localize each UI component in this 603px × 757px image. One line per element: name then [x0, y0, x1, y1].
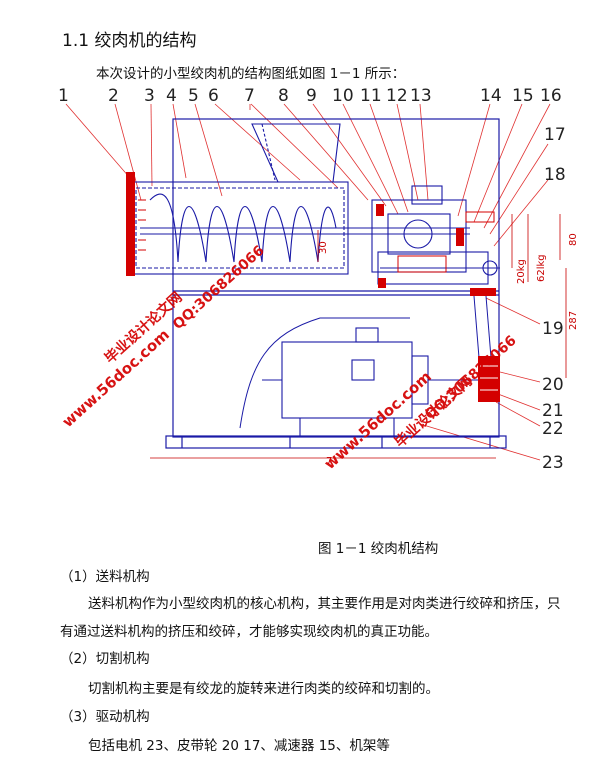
callout-5: 5	[188, 86, 199, 106]
callout-16: 16	[540, 86, 562, 106]
callout-12: 12	[386, 86, 408, 106]
callout-9: 9	[306, 86, 317, 106]
watermark-qq-left: QQ:306826066	[170, 243, 268, 333]
dim-287: 287	[568, 311, 579, 330]
callout-10: 10	[332, 86, 354, 106]
callout-20: 20	[542, 375, 564, 395]
paragraph-feeding-line2: 有通过送料机构的挤压和绞碎，才能够实现绞肉机的真正功能。	[60, 624, 438, 640]
paragraph-drive: 包括电机 23、皮带轮 20 17、减速器 15、机架等	[88, 738, 390, 754]
dimension-labels: 30 80 62lkg 20kg 287 7	[318, 233, 579, 467]
callout-8: 8	[278, 86, 289, 106]
gearbox-red-parts	[376, 204, 496, 296]
callout-3: 3	[144, 86, 155, 106]
meat-grinder-drawing: 30 80 62lkg 20kg 287 7 1 2 3 4 5 6 7 8 9…	[58, 86, 579, 473]
callout-7: 7	[244, 86, 255, 106]
callout-numbers: 1 2 3 4 5 6 7 8 9 10 11 12 13 14 15 16 1…	[58, 86, 566, 473]
callout-23: 23	[542, 453, 564, 473]
callout-2: 2	[108, 86, 119, 106]
figure-caption: 图 1－1 绞肉机结构	[318, 541, 439, 557]
intro-sentence: 本次设计的小型绞肉机的结构图纸如图 1－1 所示：	[96, 66, 406, 82]
callout-17: 17	[544, 125, 566, 145]
callout-19: 19	[542, 319, 564, 339]
hopper-and-barrel	[129, 123, 470, 275]
callout-14: 14	[480, 86, 502, 106]
paragraph-feeding-line1: 送料机构作为小型绞肉机的核心机构，其主要作用是对肉类进行绞碎和挤压，只	[88, 596, 561, 612]
watermark: www.56doc.com QQ:306826066 毕业设计论文网 www.5…	[59, 243, 520, 473]
dim-20: 20kg	[516, 259, 527, 284]
frame	[165, 118, 507, 449]
callout-6: 6	[208, 86, 219, 106]
paragraph-cutting: 切割机构主要是有绞龙的旋转来进行肉类的绞碎和切割的。	[88, 681, 439, 697]
callout-11: 11	[360, 86, 382, 106]
dimension-lines	[150, 214, 567, 459]
callout-13: 13	[410, 86, 432, 106]
motor	[262, 327, 478, 436]
lower-pulley	[478, 356, 500, 402]
cutter-blade	[138, 199, 146, 251]
section-title-drive: （3）驱动机构	[60, 709, 150, 725]
frame-curve	[239, 317, 410, 429]
section-title-cutting: （2）切割机构	[60, 651, 150, 667]
dim-30: 30	[318, 241, 329, 254]
callout-4: 4	[166, 86, 177, 106]
callout-15: 15	[512, 86, 534, 106]
section-title-feeding: （1）送料机构	[60, 569, 150, 585]
dim-80: 80	[568, 233, 579, 246]
callout-18: 18	[544, 165, 566, 185]
leader-lines	[65, 103, 551, 461]
callout-1: 1	[58, 86, 69, 106]
cutter-plate	[126, 172, 135, 276]
callout-22: 22	[542, 419, 564, 439]
callout-21: 21	[542, 401, 564, 421]
dim-7: 7	[326, 456, 332, 467]
gearbox	[371, 185, 500, 285]
section-heading: 1.1 绞肉机的结构	[62, 31, 197, 51]
dim-62: 62lkg	[536, 254, 547, 282]
